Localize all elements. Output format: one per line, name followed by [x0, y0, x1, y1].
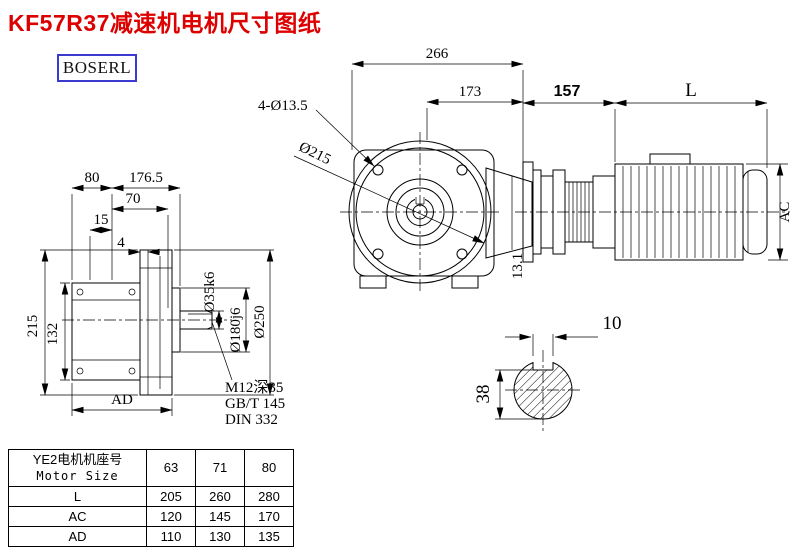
front-view-geometry — [340, 132, 533, 292]
table-row-AC: AC 120 145 170 — [8, 506, 294, 527]
table-header-motor-size: YE2电机机座号 Motor Size — [8, 449, 147, 487]
note-std1: GB/T 145 — [225, 396, 285, 412]
row-label: L — [8, 486, 147, 507]
dim-13-1: 13.1 — [510, 253, 526, 279]
row-label: AC — [8, 506, 147, 527]
dim-157: 157 — [554, 83, 581, 100]
motor-view-geometry — [515, 153, 790, 263]
side-view: 80 176.5 70 15 4 215 132 AD Ø35k6 Ø180j6… — [25, 170, 285, 428]
shaft-section-view: 10 38 — [473, 313, 622, 432]
dim-15: 15 — [94, 212, 109, 228]
dim-4: 4 — [117, 235, 125, 251]
dim-132: 132 — [45, 323, 61, 346]
brand-logo: BOSERL — [57, 54, 137, 82]
shaft-section-geometry — [505, 350, 582, 432]
side-view-geometry — [62, 249, 232, 396]
dim-173: 173 — [459, 84, 482, 100]
dim-key-width: 10 — [603, 313, 622, 334]
table-header-cn: YE2电机机座号 — [32, 452, 123, 468]
shaft-section-dimensions: 10 38 — [473, 313, 622, 420]
side-view-dimensions: 80 176.5 70 15 4 215 132 AD Ø35k6 Ø180j6… — [25, 170, 285, 428]
dim-flange-od: Ø250 — [252, 305, 268, 338]
note-tap: M12深35 — [225, 379, 283, 396]
table-row-L: L 205 260 280 — [8, 486, 294, 507]
front-view-dimensions: 266 173 4-Ø13.5 Ø215 — [258, 46, 524, 244]
table-cell: 260 — [195, 486, 245, 507]
note-std2: DIN 332 — [225, 412, 278, 428]
dim-L: L — [685, 80, 697, 101]
table-cell: 205 — [146, 486, 196, 507]
frame-size-80: 80 — [244, 449, 294, 487]
motor-view: 157 L AC 13.1 — [510, 80, 793, 279]
table-header-row: YE2电机机座号 Motor Size 63 71 80 — [8, 449, 294, 487]
table-cell: 280 — [244, 486, 294, 507]
dim-70: 70 — [126, 191, 141, 207]
frame-size-63: 63 — [146, 449, 196, 487]
size-table: YE2电机机座号 Motor Size 63 71 80 L 205 260 2… — [8, 449, 294, 547]
motor-view-dimensions: 157 L AC 13.1 — [510, 80, 793, 279]
table-cell: 135 — [244, 526, 294, 547]
dim-AC: AC — [777, 202, 793, 223]
dim-spigot-dia: Ø180j6 — [228, 307, 244, 353]
table-header-en: Motor Size — [36, 468, 119, 483]
table-cell: 145 — [195, 506, 245, 527]
dim-shaft-dia: Ø35k6 — [202, 271, 218, 312]
row-label: AD — [8, 526, 147, 547]
dim-80: 80 — [85, 170, 100, 186]
dim-flange-dia: Ø215 — [296, 139, 333, 168]
dim-176-5: 176.5 — [129, 170, 163, 186]
dim-266: 266 — [426, 46, 449, 62]
table-cell: 110 — [146, 526, 196, 547]
dim-215: 215 — [25, 315, 41, 338]
dim-AD: AD — [111, 392, 133, 408]
dim-38: 38 — [473, 385, 494, 404]
frame-size-71: 71 — [195, 449, 245, 487]
table-cell: 120 — [146, 506, 196, 527]
table-cell: 170 — [244, 506, 294, 527]
table-row-AD: AD 110 130 135 — [8, 526, 294, 547]
table-cell: 130 — [195, 526, 245, 547]
dim-bolt-holes: 4-Ø13.5 — [258, 98, 308, 114]
page-title: KF57R37减速机电机尺寸图纸 — [8, 10, 322, 36]
front-view: 266 173 4-Ø13.5 Ø215 — [258, 46, 533, 292]
